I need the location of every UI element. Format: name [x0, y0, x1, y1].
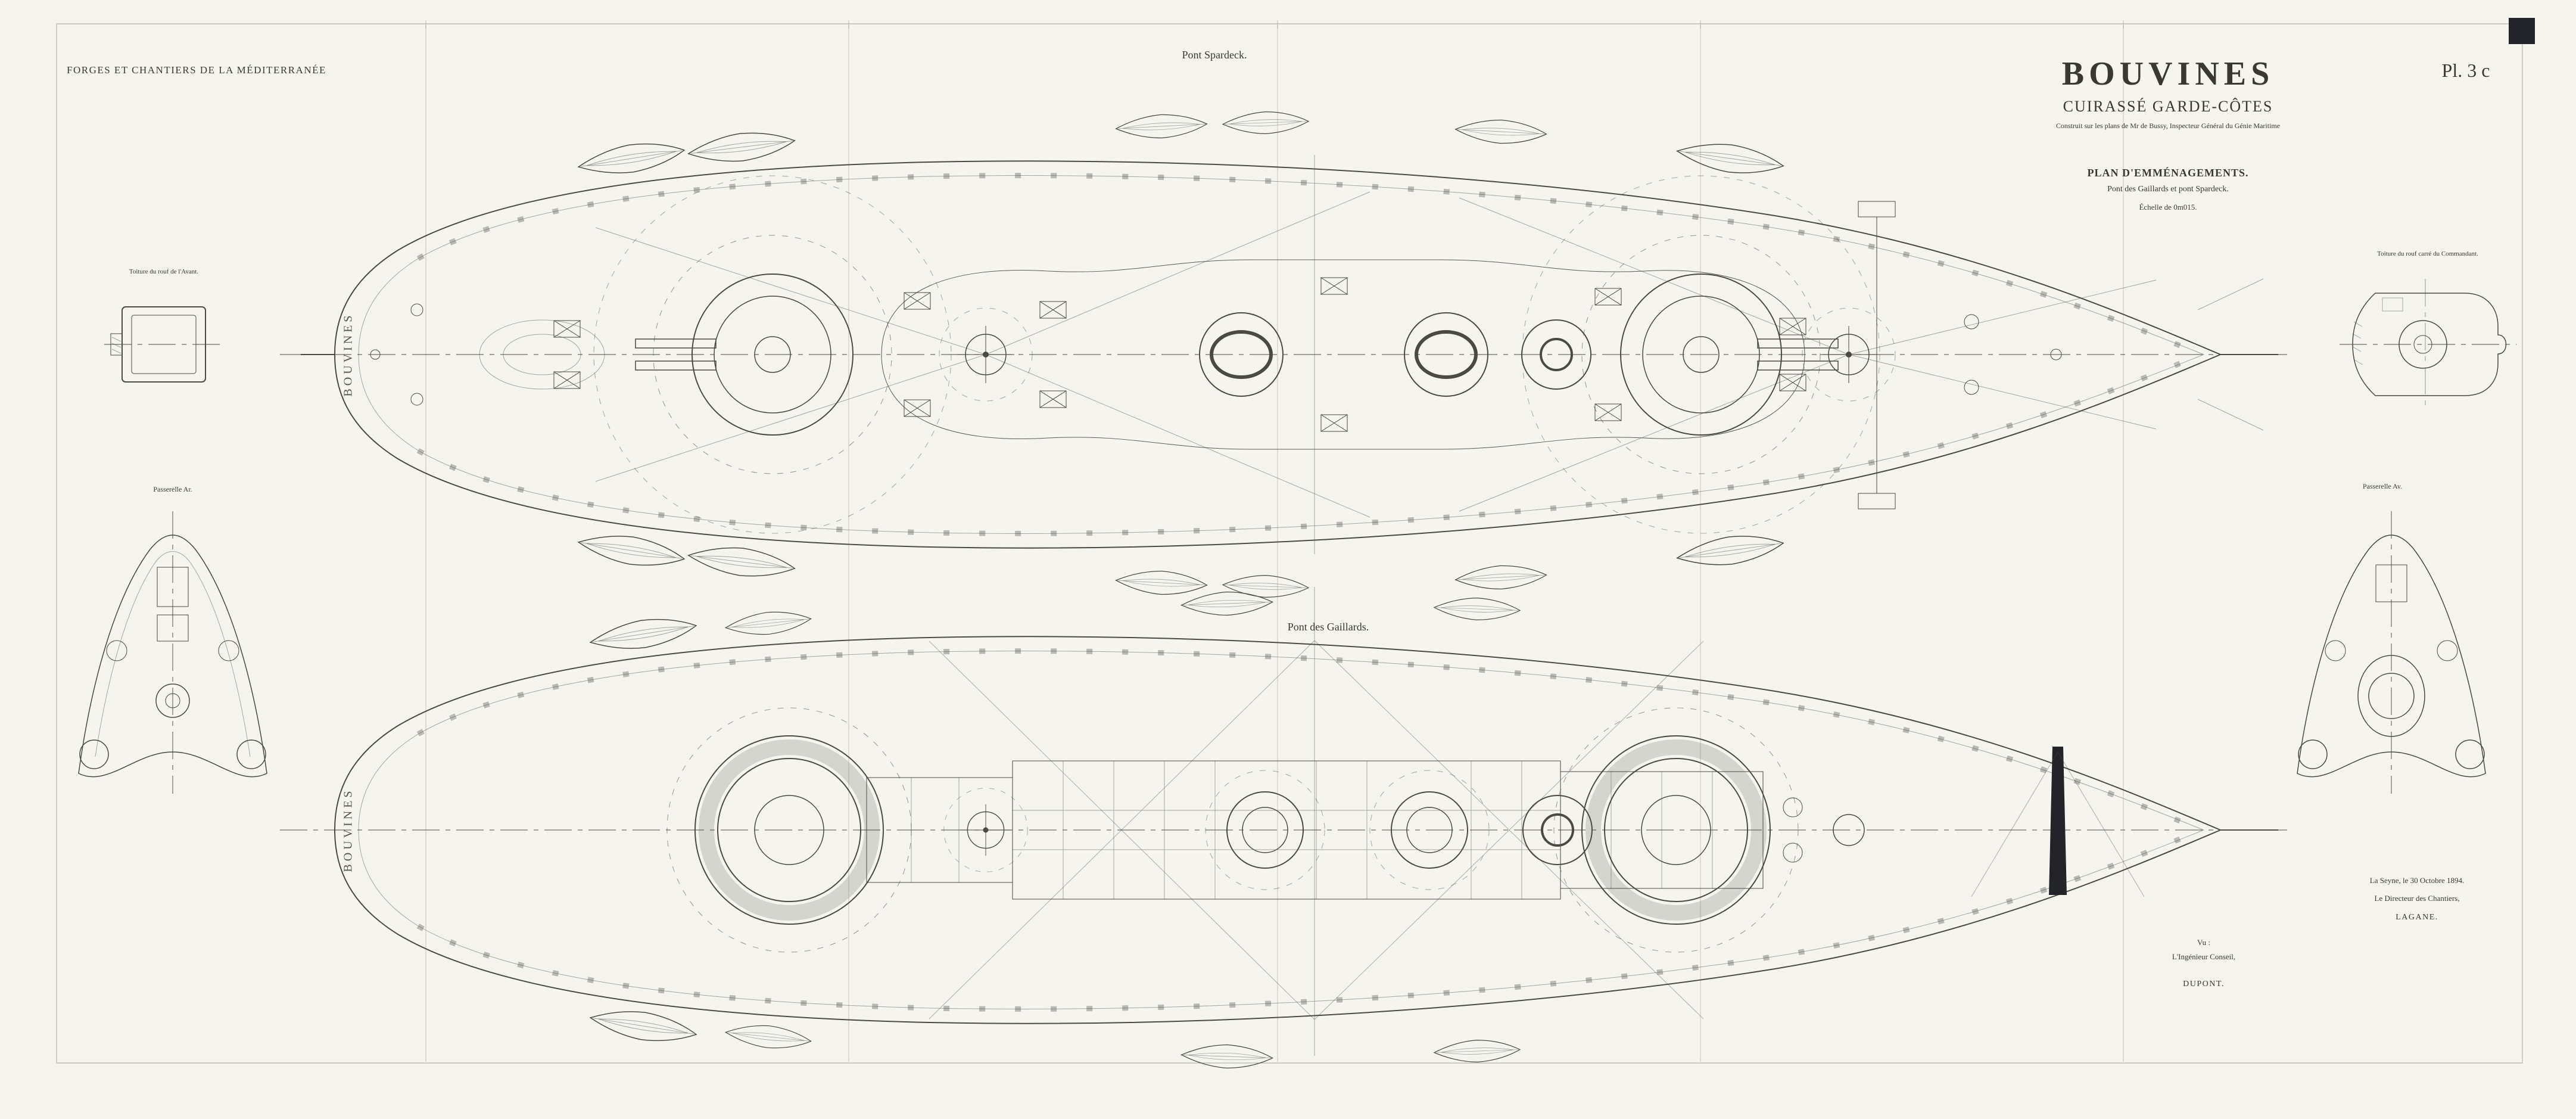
funnel-uptakes — [1205, 770, 1593, 890]
aft-fire-arc — [593, 175, 952, 534]
fold-tick-marks — [425, 20, 2124, 29]
sheet-border — [56, 23, 2523, 1064]
passerelle-ar-drawing — [78, 511, 267, 794]
guy-lines — [929, 640, 1704, 1020]
toiture-commandant-drawing — [2340, 279, 2516, 411]
mast-profile — [1971, 747, 2145, 897]
conning-tower — [1521, 319, 1591, 390]
corner-tab — [2509, 18, 2535, 44]
spardeck-plan — [280, 110, 2287, 599]
bow-stern-spars — [301, 278, 2278, 431]
bridge-wings — [1858, 201, 1896, 509]
fold-lines — [425, 25, 2124, 1062]
gaillards-plan — [280, 587, 2287, 1070]
deckhouse-compartments — [866, 760, 1803, 900]
rigging-lines — [595, 191, 2157, 518]
passerelle-av-drawing — [2297, 511, 2486, 794]
toiture-avant-drawing — [104, 306, 223, 383]
spardeck-superstructure — [479, 259, 1805, 450]
fore-fire-arc — [1522, 175, 1880, 534]
fore-mast-lower — [1833, 814, 1865, 846]
deck-fittings — [370, 303, 2062, 406]
